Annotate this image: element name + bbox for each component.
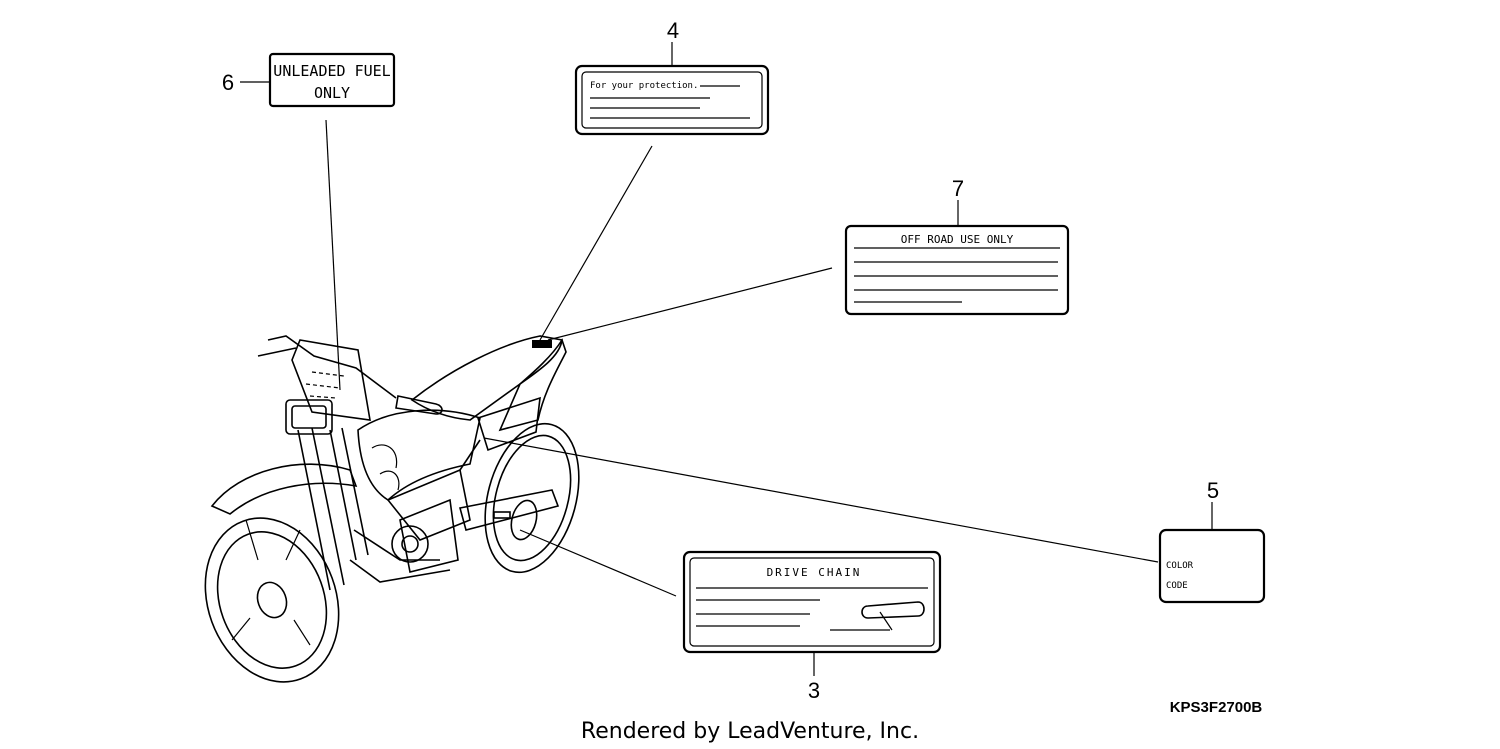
drive-chain-label-mark (493, 511, 511, 519)
callout-number-7: 7 (952, 176, 964, 201)
callout-6[interactable]: 6 UNLEADED FUEL ONLY (222, 52, 396, 108)
front-fender (210, 463, 358, 515)
front-fork (297, 427, 369, 591)
leader-lines (240, 42, 1213, 676)
label-5-line2: CODE (1166, 581, 1188, 591)
label-6-line1: UNLEADED FUEL (273, 62, 390, 80)
engine-frame (349, 439, 481, 583)
label-color-code (1158, 528, 1266, 604)
label-4-text: For your protection. (590, 81, 698, 91)
rear-fender (498, 338, 567, 432)
seat-label-mark (532, 340, 552, 348)
motorcycle-illustration (204, 335, 580, 683)
diagram-code: KPS3F2700B (1170, 699, 1263, 716)
callout-5[interactable]: 5 COLOR CODE (1158, 478, 1266, 604)
label-6-line2: ONLY (314, 84, 350, 102)
seat (410, 335, 563, 421)
label-unleaded-fuel (268, 52, 396, 108)
label-5-line1: COLOR (1166, 561, 1194, 571)
callout-3[interactable]: DRIVE CHAIN 3 (682, 550, 942, 703)
front-wheel (204, 517, 340, 683)
callout-7[interactable]: 7 OFF ROAD USE ONLY (844, 176, 1070, 316)
label-7-text: OFF ROAD USE ONLY (901, 233, 1014, 246)
callout-number-6: 6 (222, 70, 234, 95)
callout-4[interactable]: 4 For your protection. (574, 18, 770, 136)
label-3-text: DRIVE CHAIN (767, 566, 862, 579)
headlight-plate (285, 339, 371, 435)
callout-number-4: 4 (667, 18, 679, 43)
callout-number-3: 3 (808, 678, 820, 703)
callout-number-5: 5 (1207, 478, 1219, 503)
rear-wheel (484, 422, 580, 574)
label-drive-chain (682, 550, 942, 654)
swingarm (459, 489, 560, 531)
label-protection (574, 64, 770, 136)
side-panel (476, 396, 541, 452)
fuel-tank-shroud (357, 409, 481, 501)
credit-text: Rendered by LeadVenture, Inc. (581, 719, 919, 744)
